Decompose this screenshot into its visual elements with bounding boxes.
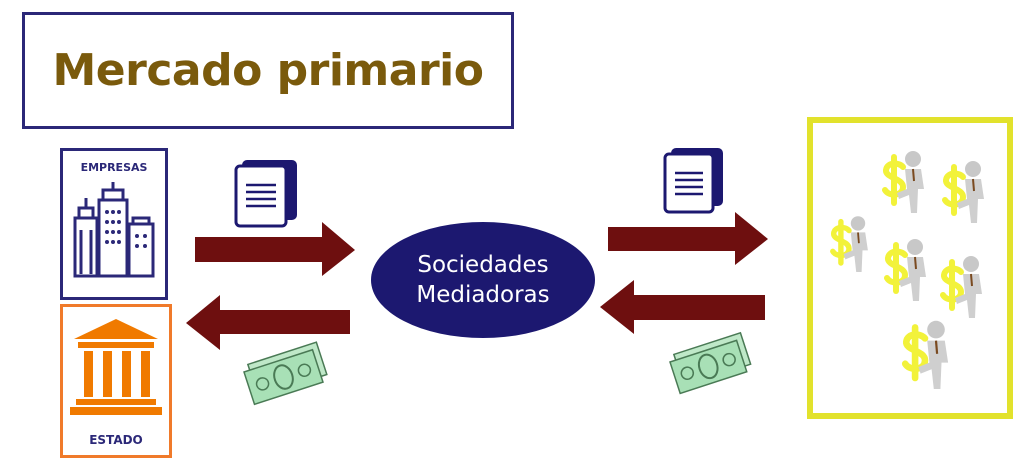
arrow-left-left [186, 295, 350, 350]
dollar-sign-icon [884, 242, 909, 294]
dollar-sign-icon [901, 324, 929, 382]
investors-group [830, 151, 984, 389]
investor-icon [942, 161, 984, 223]
dollar-sign-icon [830, 218, 852, 266]
investor-icon [882, 151, 924, 213]
arrow-right-left [195, 222, 355, 276]
arrow-right-right [608, 212, 768, 265]
dollar-sign-icon [882, 154, 907, 206]
page-title: Mercado primario [52, 45, 484, 96]
money-icon [669, 331, 752, 395]
money-icon [243, 341, 328, 406]
intermediary-line2: Mediadoras [416, 282, 550, 308]
investors-box [807, 117, 1013, 419]
dollar-sign-icon [942, 164, 967, 216]
investor-icon [901, 320, 949, 389]
dollar-sign-icon [940, 259, 965, 311]
building-icon [73, 182, 155, 278]
government-building-icon [70, 319, 162, 415]
document-icon [663, 148, 723, 214]
state-box: ESTADO [60, 304, 172, 458]
arrow-left-right [600, 280, 765, 334]
investor-icon [830, 216, 868, 272]
intermediary-line1: Sociedades [417, 252, 549, 278]
companies-label: EMPRESAS [80, 161, 148, 174]
companies-box: EMPRESAS [60, 148, 168, 300]
title-box: Mercado primario [22, 12, 514, 129]
document-icon [234, 160, 297, 228]
investor-icon [884, 239, 926, 301]
state-label: ESTADO [89, 433, 143, 447]
intermediaries-node: Sociedades Mediadoras [371, 222, 595, 338]
investor-icon [940, 256, 982, 318]
